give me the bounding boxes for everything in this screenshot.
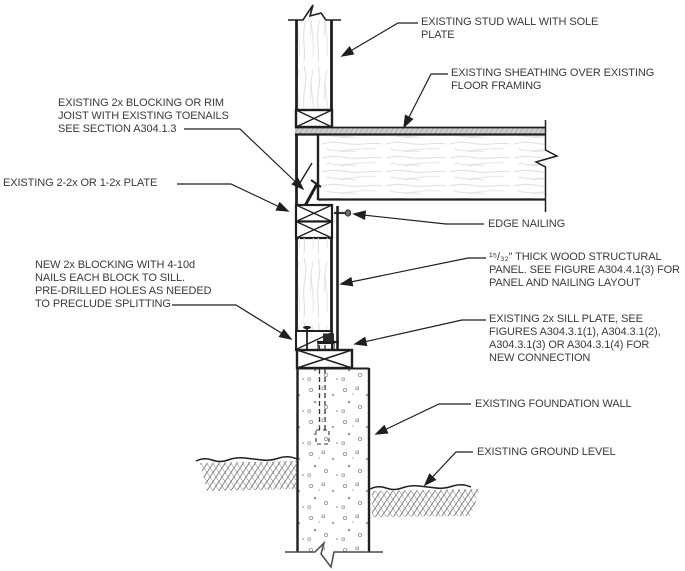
leader-new-blocking (172, 304, 293, 340)
leader-sheathing (403, 73, 448, 129)
leader-blocking-rim (184, 128, 305, 191)
leader-sill-plate (353, 319, 486, 347)
label-blocking-rim: EXISTING 2x BLOCKING OR RIM JOIST WITH E… (58, 97, 229, 135)
top-plates (294, 203, 334, 240)
break-symbol-top (288, 4, 341, 21)
leader-panel (339, 257, 486, 287)
ground-right (369, 483, 480, 517)
leader-edge-nailing (352, 210, 484, 225)
label-plate: EXISTING 2-2x OR 1-2x PLATE (3, 177, 158, 189)
label-foundation: EXISTING FOUNDATION WALL (475, 398, 632, 410)
leader-foundation (374, 403, 471, 435)
cripple-stud (295, 238, 333, 331)
foundation-wall (296, 367, 371, 552)
leader-stud-wall (340, 22, 418, 57)
floor-sheathing (295, 126, 546, 136)
leader-plate (177, 183, 290, 212)
new-blocking (295, 325, 339, 357)
label-ground: EXISTING GROUND LEVEL (477, 446, 616, 458)
label-new-blocking: NEW 2x BLOCKING WITH 4-10d NAILS EACH BL… (35, 259, 212, 310)
sill-plate (295, 348, 354, 370)
ground-left (195, 455, 298, 491)
leader-ground (423, 451, 473, 487)
label-stud-wall: EXISTING STUD WALL WITH SOLE PLATE (421, 16, 599, 41)
label-edge-nailing: EDGE NAILING (488, 218, 566, 230)
label-sill-plate: EXISTING 2x SILL PLATE, SEE FIGURES A304… (489, 313, 661, 364)
stud-wall (295, 20, 333, 110)
break-symbol-bottom (285, 540, 383, 569)
label-sheathing: EXISTING SHEATHING OVER EXISTING FLOOR F… (451, 67, 655, 92)
break-symbol-right (533, 120, 560, 212)
edge-nail (334, 209, 352, 217)
floor-joist (316, 135, 545, 201)
label-panel: ¹⁵/₃₂" THICK WOOD STRUCTURAL PANEL. SEE … (489, 251, 680, 289)
sole-plate (294, 108, 334, 129)
